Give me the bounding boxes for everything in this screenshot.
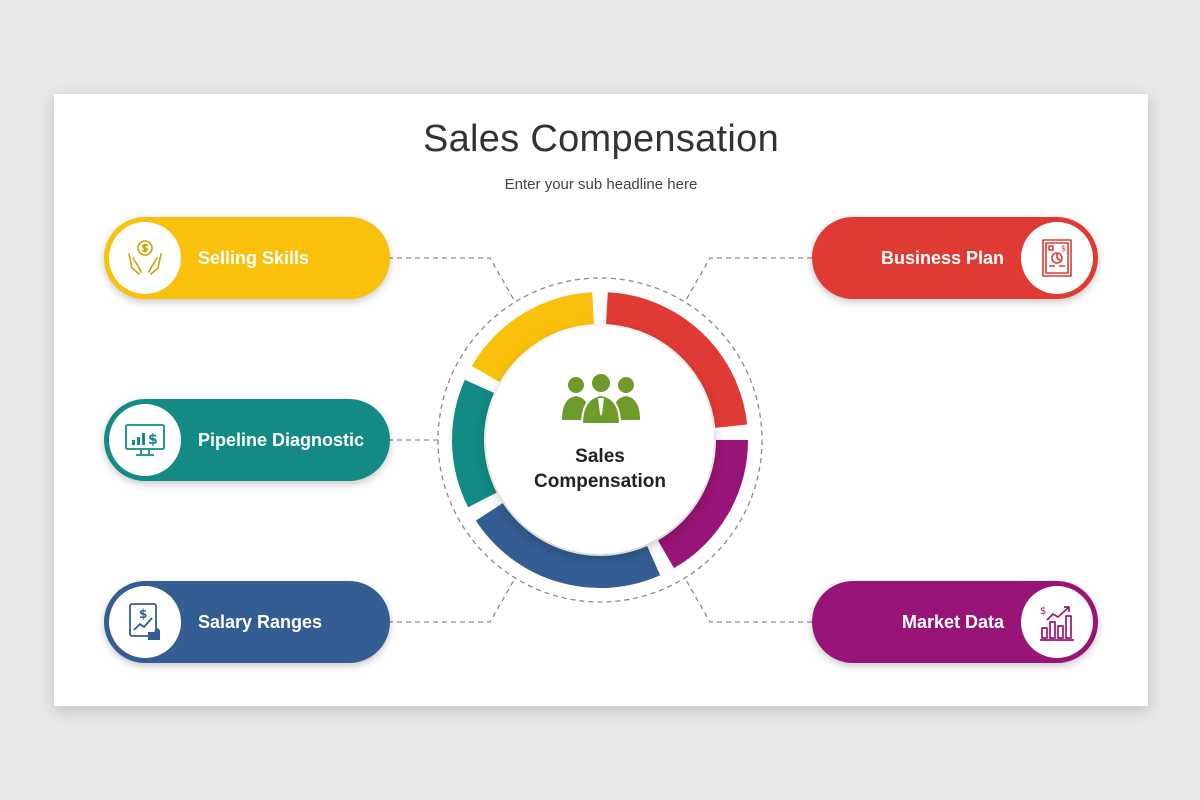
ring-segment-yellow bbox=[471, 292, 595, 383]
team-people-icon bbox=[562, 372, 640, 424]
pill-market-data[interactable]: $ Market Data bbox=[812, 581, 1098, 663]
pill-salary-ranges[interactable]: $ Salary Ranges bbox=[104, 581, 390, 663]
bar-chart-dollar-icon: $ bbox=[1040, 606, 1074, 641]
plan-document-icon: $ bbox=[1042, 239, 1072, 277]
ring-segment-purple bbox=[657, 439, 748, 569]
connector-market-data bbox=[685, 579, 812, 623]
pill-label: Business Plan bbox=[880, 248, 1004, 268]
pill-icon-circle bbox=[109, 222, 181, 294]
connector-selling-skills bbox=[388, 257, 515, 301]
slide-subtitle: Enter your sub headline here bbox=[504, 176, 698, 193]
pill-label: Salary Ranges bbox=[198, 612, 323, 632]
pill-icon-circle: $ bbox=[1021, 222, 1093, 294]
pill-business-plan[interactable]: $ Business Plan bbox=[812, 217, 1098, 299]
center-label-line1: Sales bbox=[575, 446, 625, 467]
center-disc: Sales Compensation bbox=[486, 326, 714, 554]
pill-label: Pipeline Diagnostic bbox=[198, 430, 365, 450]
slide: Sales Compensation Enter your sub headli… bbox=[54, 94, 1148, 706]
pill-label: Selling Skills bbox=[198, 248, 310, 268]
center-label-line2: Compensation bbox=[534, 471, 666, 492]
connector-business-plan bbox=[685, 257, 812, 301]
hands-money-icon bbox=[128, 240, 162, 275]
slide-title: Sales Compensation bbox=[422, 118, 780, 160]
svg-text:$: $ bbox=[148, 432, 158, 448]
svg-text:$: $ bbox=[139, 607, 147, 621]
svg-text:$: $ bbox=[1040, 606, 1046, 617]
pill-icon-circle: $ bbox=[1021, 586, 1093, 658]
pill-pipeline-diagnostic[interactable]: $ Pipeline Diagnostic bbox=[104, 399, 390, 481]
pill-icon-circle: $ bbox=[109, 404, 181, 476]
center-label: Sales Compensation bbox=[486, 444, 714, 494]
segment-ring bbox=[452, 292, 748, 588]
monitor-chart-dollar-icon: $ bbox=[125, 424, 165, 456]
ring-segment-teal bbox=[452, 379, 497, 508]
pill-label: Market Data bbox=[901, 612, 1004, 632]
tablet-growth-dollar-icon: $ bbox=[129, 603, 160, 640]
svg-text:$: $ bbox=[1061, 244, 1066, 253]
connector-salary-ranges bbox=[388, 579, 515, 623]
pill-selling-skills[interactable]: Selling Skills bbox=[104, 217, 390, 299]
ring-segment-blue bbox=[475, 502, 661, 588]
ring-segment-red bbox=[605, 292, 748, 429]
connector-lines bbox=[388, 257, 812, 623]
pill-icon-circle: $ bbox=[109, 586, 181, 658]
